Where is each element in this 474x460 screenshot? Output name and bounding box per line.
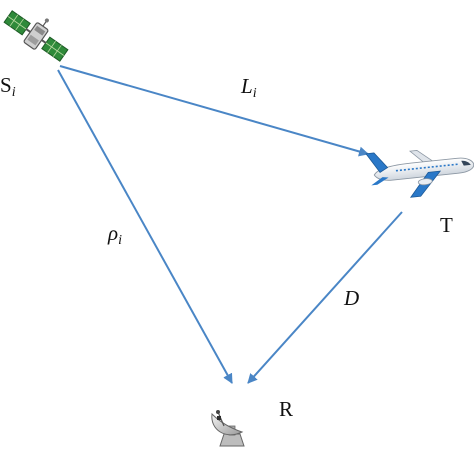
arrow-satellite-to-receiver [57,69,233,384]
arrow-target-to-receiver [247,211,403,384]
svg-text:Si: Si [0,73,16,100]
edge-label-rho-main: ρ [107,221,118,245]
svg-text:ρi: ρi [107,221,122,248]
edge-label-d: D [343,286,359,310]
edge-label-li-main: L [240,74,253,98]
arrow-satellite-to-target [59,65,369,157]
satellite-icon [3,10,69,62]
edge-label-rho-subscript: i [118,233,122,248]
satellite-label-main: S [0,73,12,97]
receiver-label: R [279,397,293,421]
satellite-label: Si [0,73,16,100]
svg-text:Li: Li [240,74,257,101]
edge-label-rho: ρi [107,221,122,248]
satellite-label-subscript: i [12,85,16,100]
radar-dish-icon [211,410,245,447]
target-label: T [440,213,453,237]
edge-label-li: Li [240,74,257,101]
airplane-icon [365,150,474,198]
edge-label-li-subscript: i [253,86,257,101]
